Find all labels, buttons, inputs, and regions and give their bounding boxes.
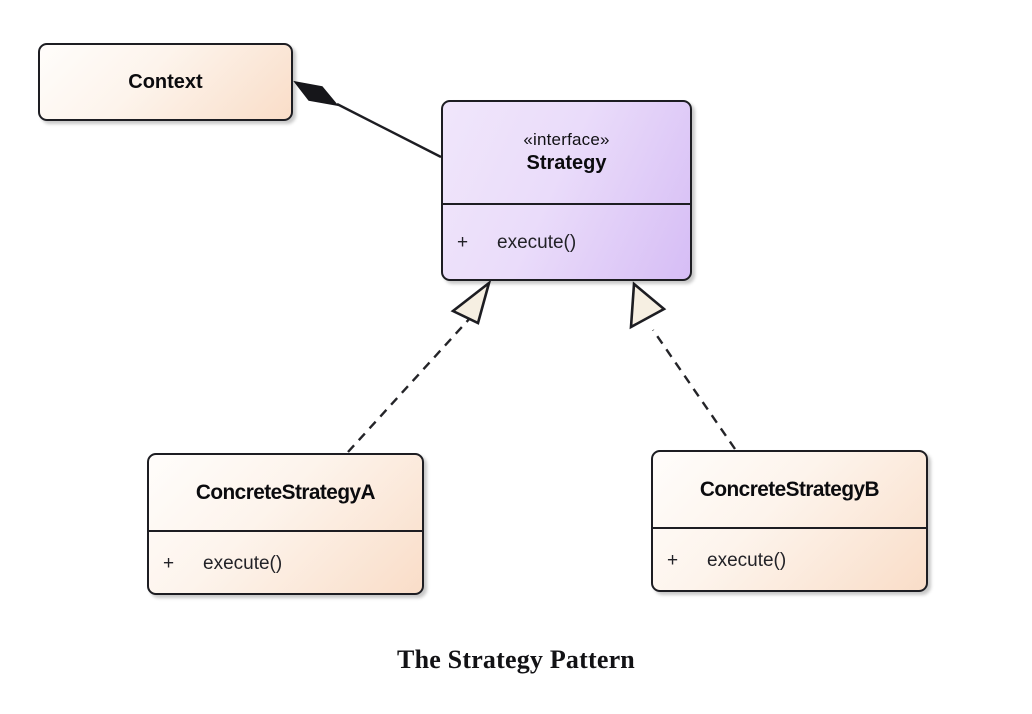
uml-class-context[interactable]: Context	[38, 43, 293, 121]
strategy-class-name: Strategy	[526, 152, 607, 175]
realization-concrete-b	[629, 281, 736, 450]
diagram-caption: The Strategy Pattern	[397, 645, 635, 674]
hollow-triangle-icon	[450, 279, 492, 325]
concrete-b-execute-operation: execute()	[707, 549, 787, 571]
strategy-stereotype: «interface»	[523, 129, 610, 149]
realization-concrete-a	[347, 279, 492, 453]
filled-diamond-icon	[293, 80, 339, 107]
concrete-b-title-compartment: ConcreteStrategyB	[653, 452, 926, 527]
context-title: Context	[128, 69, 202, 95]
concrete-a-execute-visibility: +	[163, 552, 175, 574]
concrete-a-class-name: ConcreteStrategyA	[195, 480, 376, 504]
strategy-compartment-divider	[443, 203, 690, 205]
uml-class-concrete-strategy-b[interactable]: ConcreteStrategyB + execute()	[651, 450, 928, 592]
composition-line	[336, 102, 442, 159]
strategy-operations-compartment: + execute()	[443, 205, 690, 279]
uml-class-strategy[interactable]: «interface» Strategy + execute()	[441, 100, 692, 281]
strategy-title-compartment: «interface» Strategy	[443, 102, 690, 203]
concrete-b-class-name: ConcreteStrategyB	[699, 477, 880, 501]
composition-context-strategy	[293, 80, 442, 159]
concrete-a-operations-compartment: + execute()	[149, 532, 422, 593]
context-title-compartment: Context	[40, 45, 291, 119]
strategy-execute-operation: execute()	[497, 232, 577, 253]
uml-class-concrete-strategy-a[interactable]: ConcreteStrategyA + execute()	[147, 453, 424, 595]
concrete-b-execute-visibility: +	[667, 549, 679, 571]
concrete-a-title-compartment: ConcreteStrategyA	[149, 455, 422, 530]
realization-dashed-line	[347, 316, 472, 453]
concrete-a-compartment-divider	[149, 530, 422, 532]
context-class-name: Context	[128, 71, 203, 93]
concrete-a-execute-operation: execute()	[203, 552, 283, 574]
concrete-b-operations-compartment: + execute()	[653, 529, 926, 590]
realization-dashed-line	[652, 329, 736, 450]
strategy-execute-visibility: +	[457, 232, 469, 253]
hollow-triangle-icon	[629, 281, 667, 330]
concrete-b-compartment-divider	[653, 527, 926, 529]
